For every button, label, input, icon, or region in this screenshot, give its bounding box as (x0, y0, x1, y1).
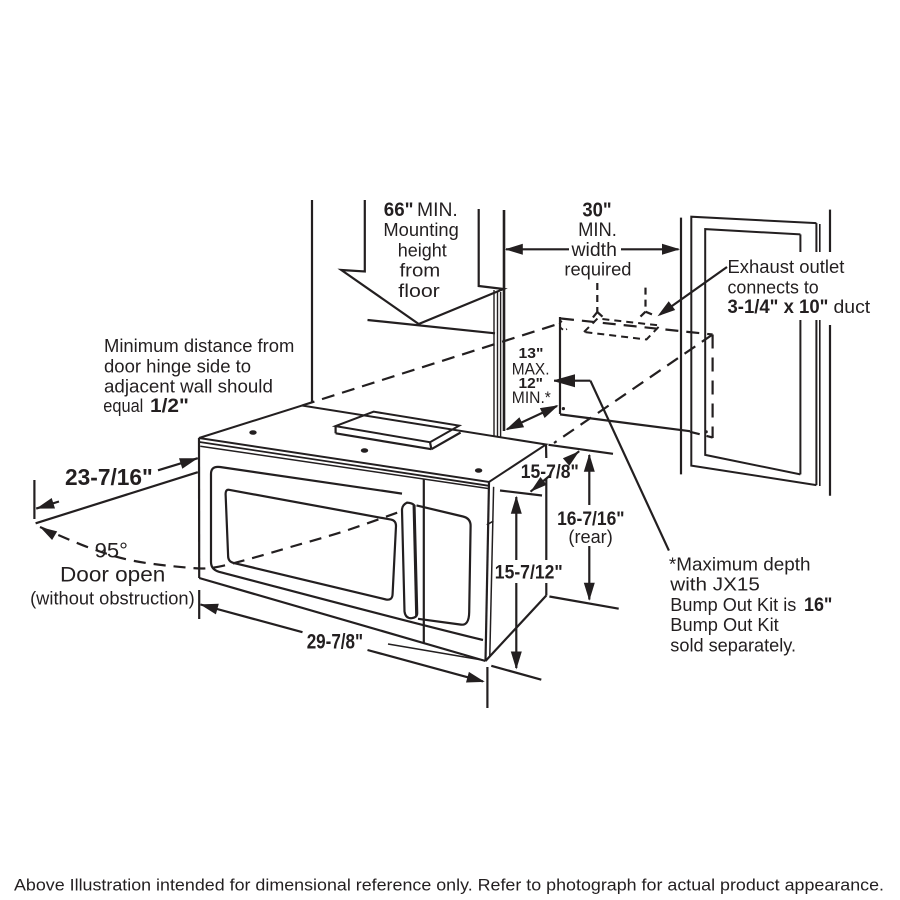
svg-text:floor: floor (398, 280, 440, 301)
svg-text:Mounting: Mounting (383, 219, 458, 240)
svg-text:15-7/12": 15-7/12" (495, 562, 563, 584)
svg-text:connects to: connects to (728, 277, 819, 298)
svg-text:16-7/16": 16-7/16" (557, 509, 625, 530)
svg-text:16": 16" (804, 594, 832, 616)
svg-text:MIN.: MIN. (578, 220, 617, 241)
svg-text:height: height (398, 239, 447, 260)
svg-text:1/2": 1/2" (150, 395, 189, 417)
svg-text:66": 66" (384, 199, 414, 221)
svg-text:duct: duct (834, 296, 871, 317)
svg-text:3-1/4" x 10": 3-1/4" x 10" (728, 296, 829, 318)
svg-text:adjacent wall should: adjacent wall should (104, 376, 273, 397)
svg-text:30": 30" (582, 200, 611, 222)
svg-text:*Maximum depth: *Maximum depth (669, 553, 811, 574)
svg-text:15-7/8": 15-7/8" (521, 461, 579, 483)
svg-text:12": 12" (519, 375, 544, 392)
svg-text:Exhaust outlet: Exhaust outlet (728, 256, 845, 277)
svg-text:29-7/8": 29-7/8" (307, 631, 363, 654)
svg-text:Minimum distance from: Minimum distance from (104, 335, 294, 356)
svg-text:width: width (571, 239, 617, 261)
svg-text:MIN.*: MIN.* (512, 389, 552, 407)
svg-text:from: from (400, 260, 441, 281)
svg-text:(without obstruction): (without obstruction) (30, 589, 195, 609)
svg-text:MIN.: MIN. (417, 199, 458, 221)
svg-text:with JX15: with JX15 (669, 574, 760, 595)
svg-text:MAX.: MAX. (512, 360, 550, 378)
svg-text:Above Illustration intended fo: Above Illustration intended for dimensio… (14, 877, 884, 895)
svg-text:13": 13" (519, 345, 544, 362)
svg-text:95°: 95° (95, 540, 128, 563)
svg-text:Bump Out Kit: Bump Out Kit (670, 614, 778, 635)
svg-text:Bump Out Kit is: Bump Out Kit is (670, 594, 796, 615)
svg-text:23-7/16": 23-7/16" (65, 464, 153, 490)
svg-text:required: required (564, 259, 631, 280)
svg-text:(rear): (rear) (568, 527, 612, 547)
svg-text:sold separately.: sold separately. (670, 634, 796, 655)
svg-text:door hinge side to: door hinge side to (104, 355, 251, 376)
svg-text:equal: equal (103, 395, 143, 416)
svg-text:Door open: Door open (60, 564, 165, 587)
